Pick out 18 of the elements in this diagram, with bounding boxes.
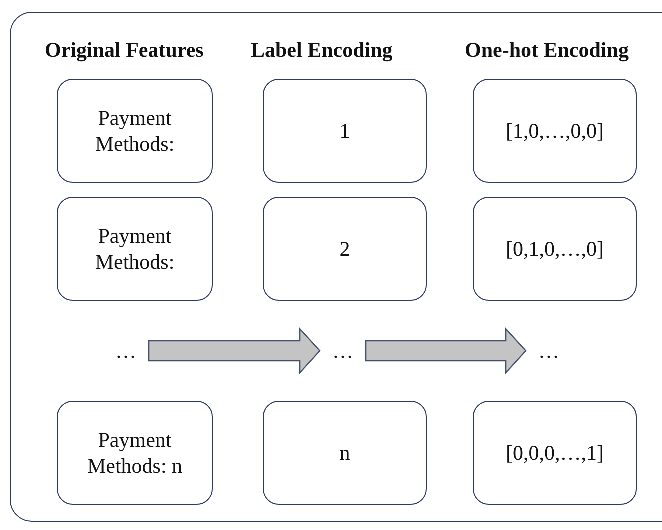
feature-box: [1,0,…,0,0] bbox=[473, 79, 637, 183]
feature-box: [0,1,0,…,0] bbox=[473, 197, 637, 301]
column-heading: Label Encoding bbox=[251, 37, 393, 64]
ellipsis-text: … bbox=[526, 331, 572, 371]
feature-box: n bbox=[263, 401, 427, 505]
feature-box: [0,0,0,…,1] bbox=[473, 401, 637, 505]
block-arrow bbox=[365, 327, 527, 375]
ellipsis-text: … bbox=[320, 331, 366, 371]
feature-box: Payment Methods: bbox=[57, 197, 213, 301]
column-heading: Original Features bbox=[45, 37, 204, 64]
ellipsis-text: … bbox=[103, 331, 149, 371]
feature-box: 2 bbox=[263, 197, 427, 301]
frame-box bbox=[10, 12, 662, 522]
feature-box: Payment Methods: bbox=[57, 79, 213, 183]
block-arrow bbox=[148, 327, 321, 375]
column-heading: One-hot Encoding bbox=[465, 37, 629, 64]
feature-box: Payment Methods: n bbox=[57, 401, 213, 505]
feature-box: 1 bbox=[263, 79, 427, 183]
